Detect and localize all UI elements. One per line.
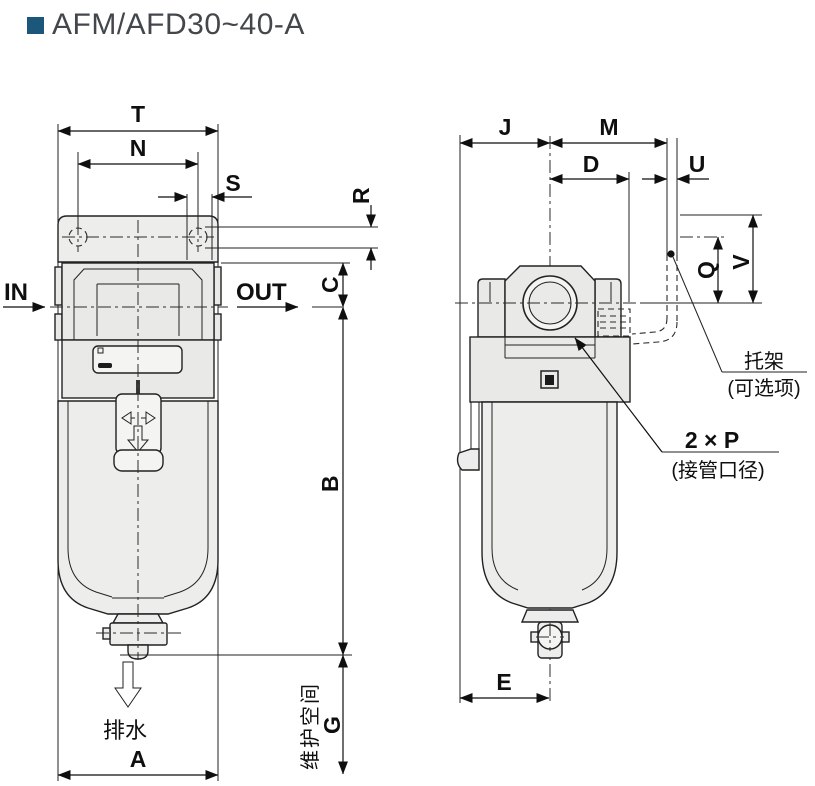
port-note: (接管口径) (671, 459, 764, 482)
dim-label-U: U (689, 151, 706, 177)
dim-A: A (57, 746, 219, 780)
dim-label-D: D (583, 151, 600, 177)
front-centerlines (50, 220, 342, 660)
dim-label-V: V (728, 254, 754, 270)
hidden-port-boss (597, 308, 631, 337)
bracket-label: 托架 (744, 350, 784, 373)
dim-E: E (459, 669, 550, 703)
dim-label-C: C (317, 276, 343, 293)
dim-T: T (57, 101, 219, 136)
port-label: 2 × P (685, 427, 739, 453)
dim-Q: Q (680, 236, 728, 304)
dim-J: J (459, 114, 551, 148)
dim-label-J: J (499, 114, 512, 140)
dim-label-Q: Q (693, 261, 719, 279)
dim-label-E: E (496, 669, 511, 695)
dim-M: M (549, 114, 668, 148)
dim-D: D (549, 151, 630, 302)
maintenance-space-label: 维护空间 (299, 682, 322, 770)
side-view: J M D U (455, 114, 807, 705)
dim-G: G (319, 654, 348, 775)
bowl-side (481, 401, 618, 659)
drain-annotation: 排水 (103, 661, 147, 743)
dim-B: B (317, 306, 348, 656)
bracket-side (631, 138, 678, 345)
bracket-leg (456, 402, 480, 471)
dim-U: U (642, 151, 709, 184)
lock-symbol (540, 370, 559, 389)
drain-label: 排水 (103, 718, 147, 743)
dim-label-S: S (225, 170, 240, 196)
leader-dot (667, 250, 675, 258)
drain-fitting-front (96, 622, 182, 660)
dim-N: N (77, 135, 199, 229)
section-bullet-icon (27, 17, 44, 34)
dim-label-B: B (317, 475, 343, 492)
arrow-down-icon (126, 425, 150, 453)
dim-label-T: T (131, 101, 145, 127)
dim-label-A: A (130, 746, 147, 772)
dim-label-N: N (130, 135, 147, 161)
dim-label-R: R (348, 187, 374, 204)
bowl-front (57, 400, 219, 624)
in-label: IN (4, 279, 28, 306)
drain-direction-arrow-icon (114, 661, 142, 708)
dim-V: V (680, 214, 762, 304)
out-label: OUT (236, 279, 287, 306)
header-bullet-canvas (27, 17, 44, 34)
body-side (456, 265, 631, 471)
front-view: T N S R (3, 101, 378, 781)
bracket-callout: 托架 (可选项) (672, 256, 807, 400)
section-header: AFM/AFD30~40-A (0, 0, 815, 56)
flow-in: IN (3, 279, 46, 312)
dim-C: C (221, 262, 350, 308)
bracket-note: (可选项) (727, 377, 800, 400)
port-callout: 2 × P (接管口径) (574, 337, 779, 482)
brand-logo-mark (98, 363, 112, 368)
dim-R: R (205, 187, 378, 270)
dim-label-M: M (599, 114, 618, 140)
page-title: AFM/AFD30~40-A (52, 8, 305, 41)
dim-S: S (158, 170, 252, 202)
flow-out: OUT (236, 279, 299, 312)
dim-label-G: G (319, 716, 345, 734)
